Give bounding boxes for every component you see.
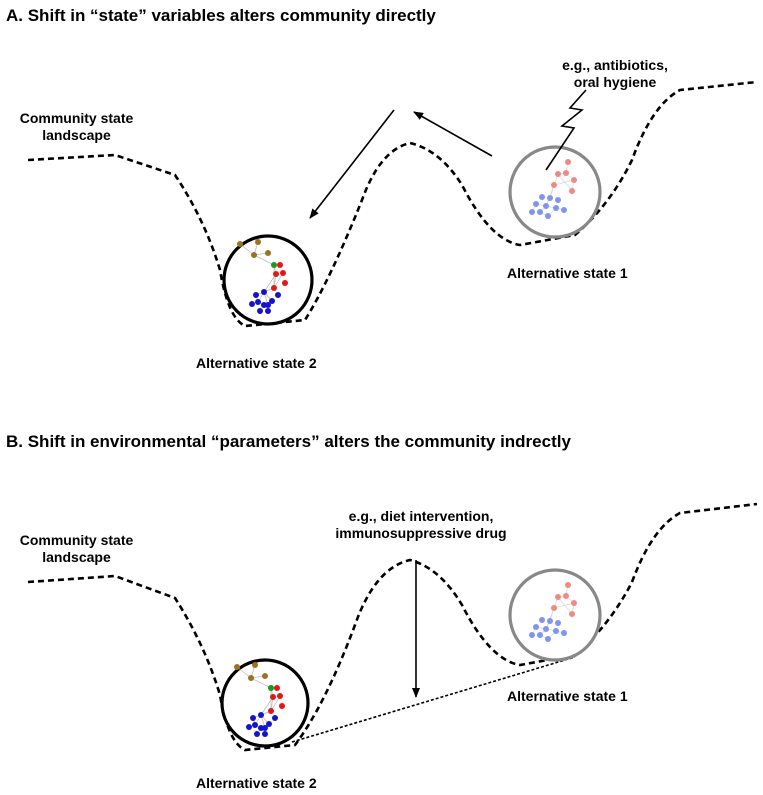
panel-a-landscape-curve (27, 80, 758, 328)
panel-a-intervention-line2: oral hygiene (573, 74, 657, 90)
panel-b-title: B. Shift in environmental “parameters” a… (6, 432, 571, 451)
panel-a-arrow-up (413, 111, 493, 157)
panel-a-state2-ring (222, 234, 314, 326)
panel-a-intervention-line1: e.g., antibiotics, (562, 57, 668, 73)
panel-a-landscape-label-line2: landscape (42, 127, 111, 143)
panel-b-state1-label: Alternative state 1 (507, 688, 628, 704)
panel-b-intervention-line2: immunosuppressive drug (335, 525, 507, 541)
panel-b-landscape-label-line1: Community state (19, 532, 134, 548)
lightning-bolt-icon (545, 89, 587, 171)
panel-a-state1-label: Alternative state 1 (507, 265, 628, 281)
panel-a-state1-ring (508, 145, 602, 239)
panel-b-landscape-label: Community state landscape (4, 532, 149, 566)
panel-a-landscape-label: Community state landscape (4, 110, 149, 144)
panel-b-landscape-curve (27, 502, 758, 752)
panel-a-state2-label: Alternative state 2 (196, 355, 317, 371)
panel-a-title: A. Shift in “state” variables alters com… (6, 6, 436, 25)
panel-b-intervention-line1: e.g., diet intervention, (348, 508, 494, 524)
panel-b-intervention-label: e.g., diet intervention, immunosuppressi… (316, 508, 526, 542)
panel-b-state2-ring (220, 658, 310, 748)
panel-b-state1-ring (508, 568, 602, 662)
panel-a-intervention-label: e.g., antibiotics, oral hygiene (535, 57, 695, 91)
panel-a-arrow-down (309, 109, 395, 219)
panel-b-shifted-landscape-line (291, 656, 576, 743)
panel-a-landscape-label-line1: Community state (19, 110, 134, 126)
panel-b-landscape-label-line2: landscape (42, 549, 111, 565)
panel-b-state2-label: Alternative state 2 (196, 775, 317, 791)
